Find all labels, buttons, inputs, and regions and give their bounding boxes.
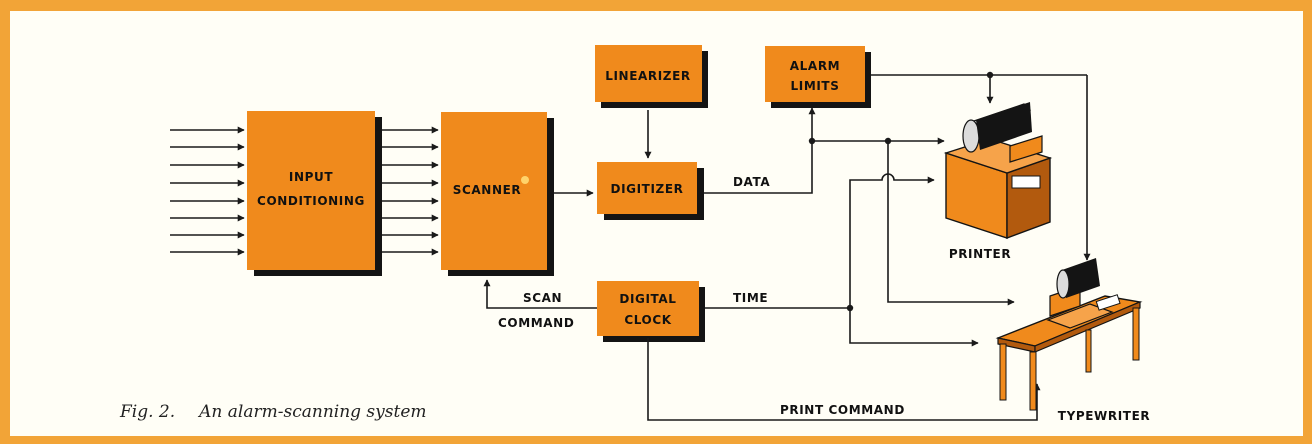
typewriter-label: TYPEWRITER (1058, 409, 1150, 423)
digitizer-label: DIGITIZER (611, 182, 684, 196)
block-digitizer: DIGITIZER (597, 162, 704, 220)
conditioned-lines (374, 126, 439, 256)
input-conditioning-label-line1: INPUT (289, 170, 333, 184)
indicator-dot (521, 176, 529, 184)
figure-number: Fig. 2. (119, 402, 175, 422)
data-to-typewriter-line (887, 141, 1015, 306)
digital-clock-label-line1: DIGITAL (619, 292, 676, 306)
printer-illustration: PRINTER (943, 102, 1053, 261)
block-alarm-limits: ALARM LIMITS (765, 46, 871, 108)
typewriter-illustration: TYPEWRITER (995, 258, 1150, 423)
data-line (704, 141, 813, 194)
alarm-limits-label-line2: LIMITS (791, 79, 840, 93)
time-to-typewriter-line (849, 308, 979, 347)
data-label: DATA (733, 175, 770, 189)
print-command-label: PRINT COMMAND (780, 403, 905, 417)
input-lines (170, 126, 245, 256)
block-linearizer: LINEARIZER (595, 45, 708, 108)
scanner-label: SCANNER (453, 183, 521, 197)
block-scanner: SCANNER (441, 112, 554, 276)
input-conditioning-label-line2: CONDITIONING (257, 194, 365, 208)
print-command-line (647, 338, 1041, 421)
alarm-limits-label-line1: ALARM (790, 59, 840, 73)
time-label: TIME (733, 291, 768, 305)
digital-clock-label-line2: CLOCK (624, 313, 671, 327)
scan-command-line (483, 279, 597, 309)
junction-dots (808, 71, 994, 312)
scan-command-label-line1: SCAN (523, 291, 562, 305)
time-to-printer-line (849, 173, 935, 308)
scan-command-label-line2: COMMAND (498, 316, 574, 330)
block-digital-clock: DIGITAL CLOCK (597, 281, 705, 342)
linearizer-label: LINEARIZER (605, 69, 690, 83)
figure-title: An alarm-scanning system (197, 402, 426, 422)
block-input-conditioning: INPUT CONDITIONING (247, 111, 382, 276)
printer-label: PRINTER (949, 247, 1011, 261)
figure-caption: Fig. 2. An alarm-scanning system (119, 402, 427, 422)
